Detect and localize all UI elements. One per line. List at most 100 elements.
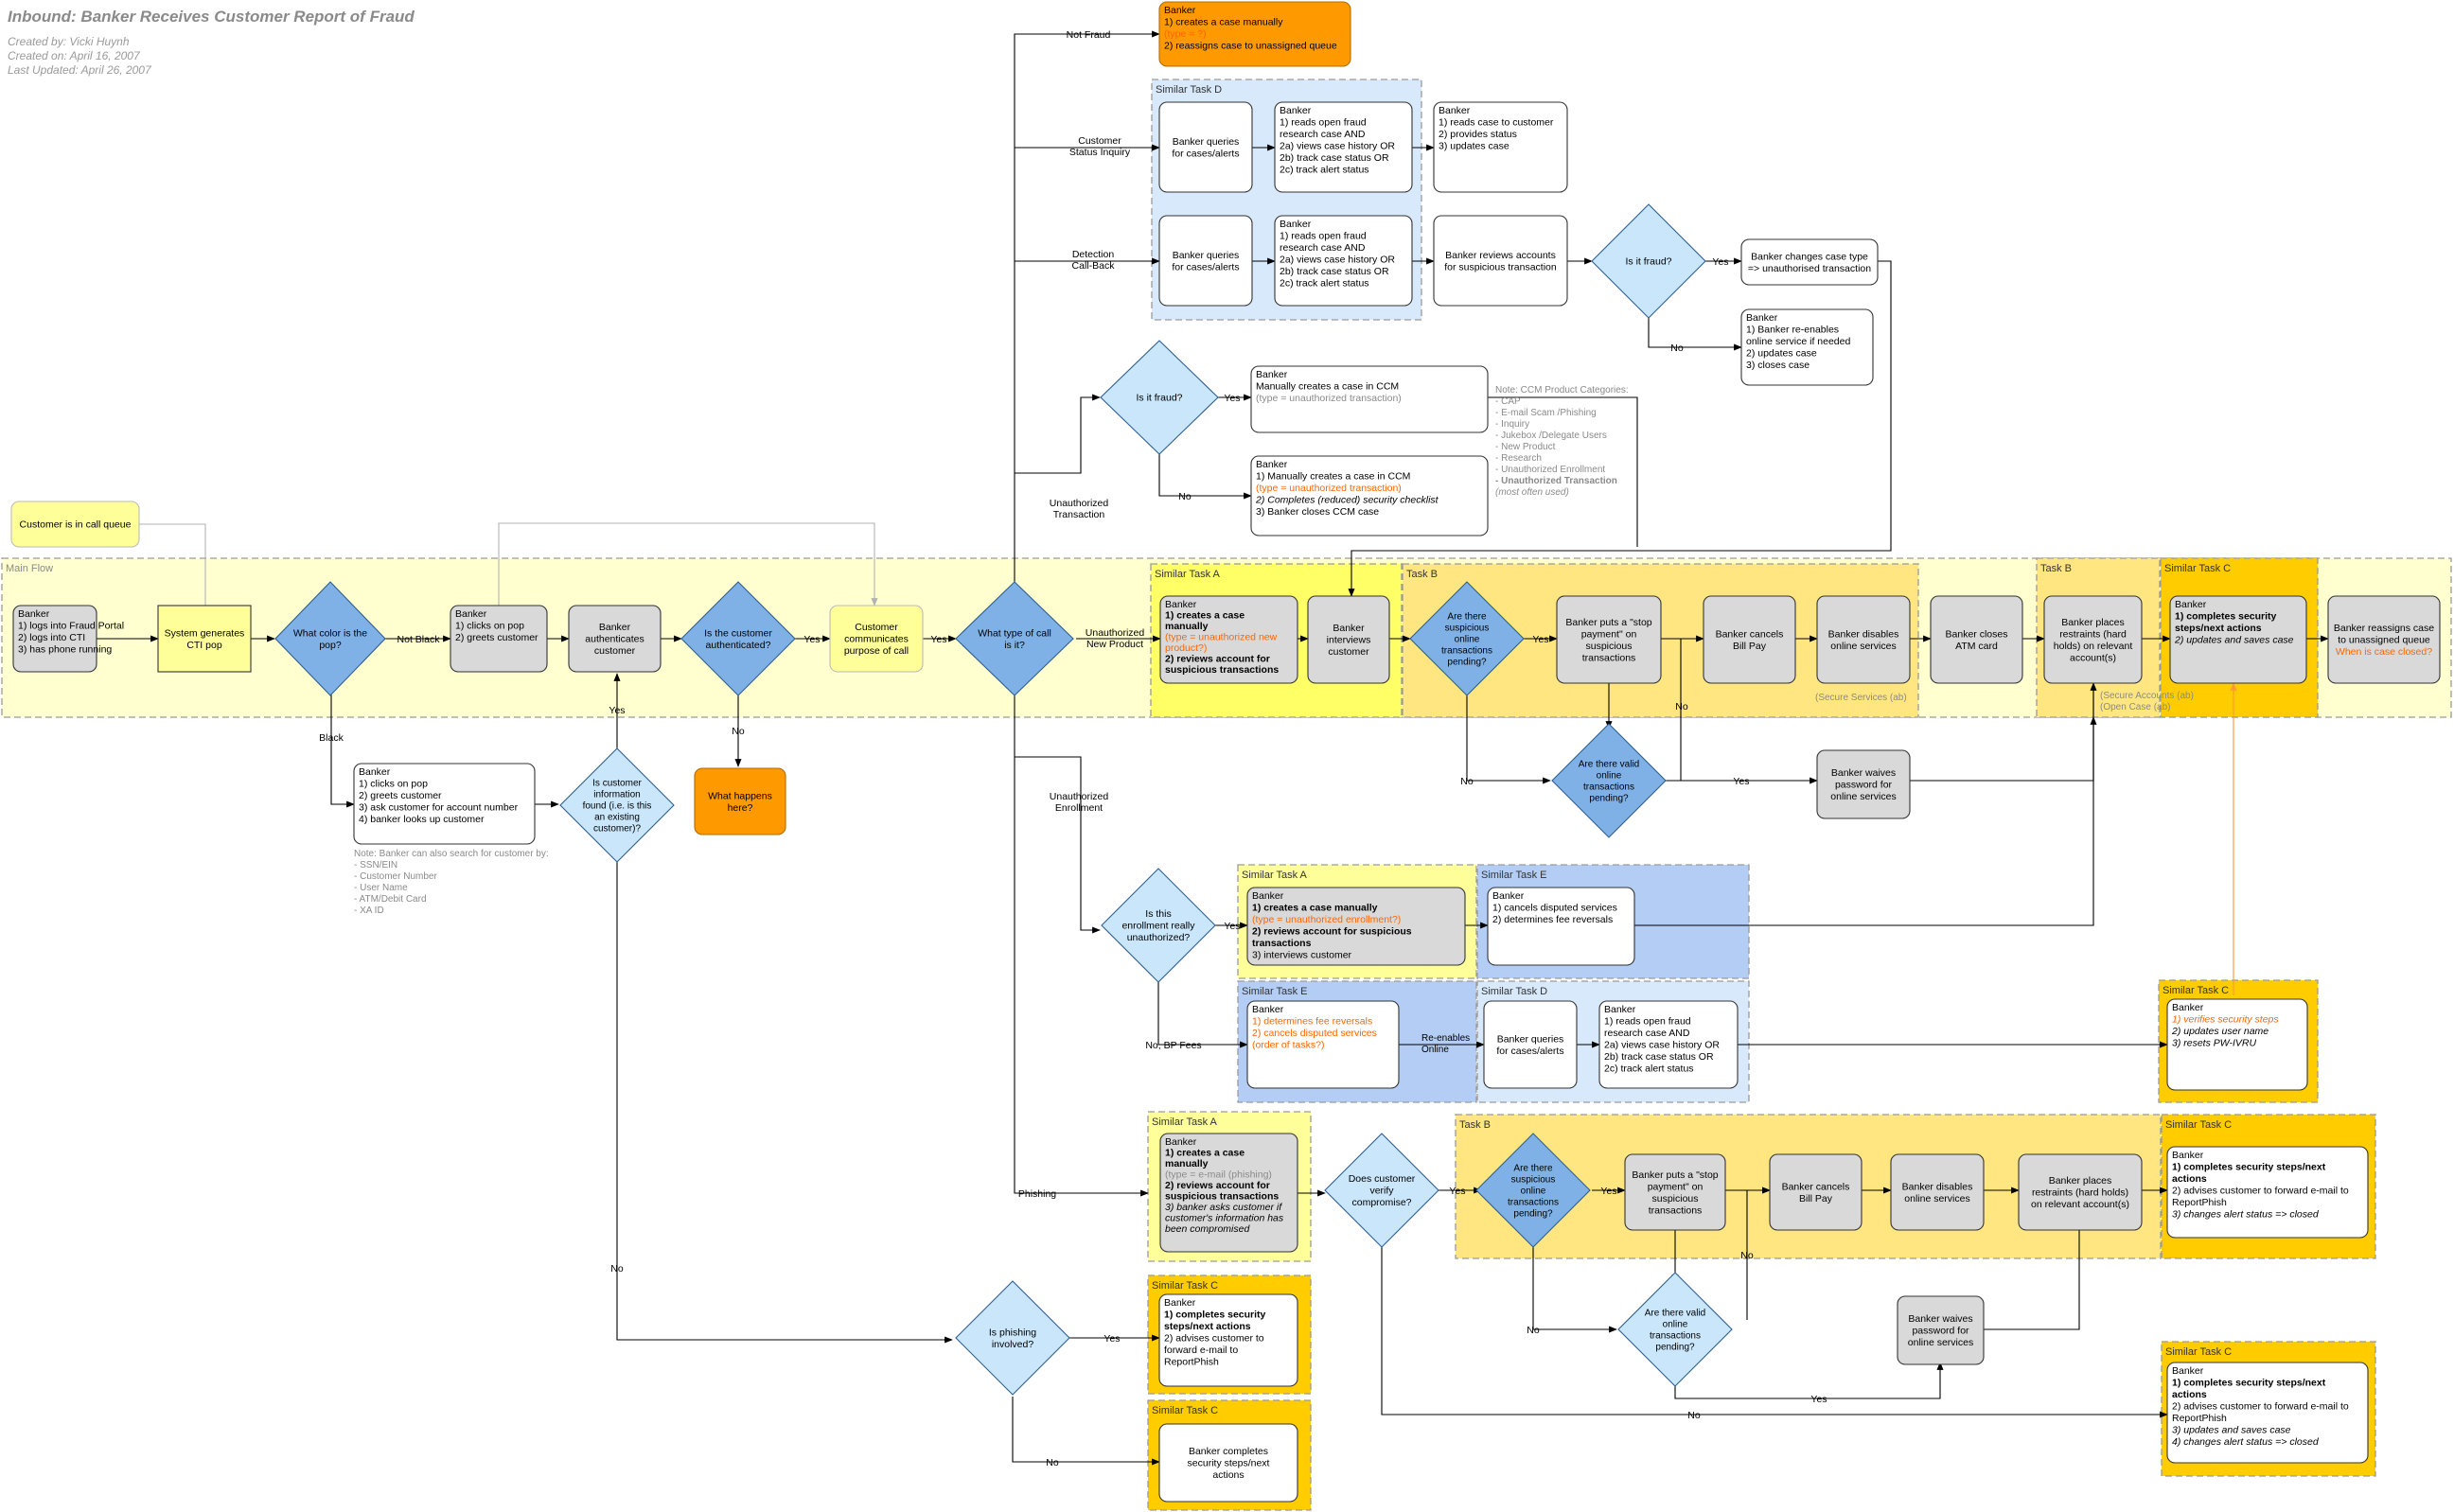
d-reads-1-line: 2a) views case history OR	[1280, 141, 1395, 152]
valid-pending-decision[interactable]: Are there validonlinetransactionspending…	[1551, 723, 1667, 838]
susp-pending-decision[interactable]: Are theresuspiciousonlinetransactionspen…	[1409, 581, 1525, 696]
fraud-decision-mid[interactable]: Is it fraud?	[1100, 340, 1219, 455]
banker-reenables-line: 1) Banker re-enables	[1746, 325, 1839, 336]
label-no-valid-text: No	[1675, 701, 1688, 712]
fraud-decision-top[interactable]: Is it fraud?	[1591, 203, 1706, 319]
label-detection-text: Call-Back	[1072, 260, 1116, 272]
task-c6-line: Banker	[2172, 1365, 2204, 1377]
task-b2-region-label: Task B	[2040, 563, 2072, 574]
ccm-close-line: 2) Completes (reduced) security checklis…	[1255, 495, 1439, 506]
task-c4-line: 1) completes security	[1164, 1310, 1266, 1321]
banker-black-box-line: 4) banker looks up customer	[359, 814, 485, 825]
label-no-valid: No	[1675, 701, 1688, 712]
ccm-note-line: - Research	[1495, 453, 1542, 464]
ccm-note-line: Note: CCM Product Categories:	[1495, 385, 1629, 396]
waives-password-2-line: password for	[1912, 1326, 1969, 1337]
task-c5-line: security steps/next	[1188, 1458, 1270, 1469]
valid-pending-decision-line: Are there valid	[1579, 760, 1639, 770]
label-yes-phish-text: Yes	[1103, 1333, 1120, 1345]
label-no-valid2-text: No	[1740, 1250, 1754, 1261]
task-a-create-line: (type = unauthorized new	[1165, 632, 1278, 643]
label-no-fraud-mid-text: No	[1178, 491, 1192, 502]
info-found-decision-line: found (i.e. is this	[583, 801, 652, 812]
valid-pending2-decision-line: online	[1663, 1320, 1688, 1330]
valid-pending2-decision[interactable]: Are there validonlinetransactionspending…	[1617, 1272, 1733, 1387]
changes-case-type[interactable]: Banker changes case type=> unauthorised …	[1740, 238, 1879, 286]
edge-valid2-yes	[1674, 1362, 1944, 1399]
cancels-bill-pay-2-line: Banker cancels	[1782, 1181, 1850, 1192]
system-cti-pop-line: System generates	[165, 627, 245, 639]
customer-communicates-line: Customer	[855, 622, 898, 633]
susp-pending2-decision[interactable]: Are theresuspiciousonlinetransactionspen…	[1475, 1133, 1591, 1248]
reassigns-case-line: When is case closed?	[2336, 646, 2432, 658]
task-a3-create-line: manually	[1165, 1158, 1209, 1169]
task-c6-line: actions	[2172, 1389, 2207, 1400]
task-c5-line: actions	[1212, 1469, 1244, 1481]
label-no-susp2: No	[1527, 1325, 1540, 1336]
susp-pending2-decision-line: pending?	[1513, 1209, 1553, 1220]
valid-pending2-decision-line: transactions	[1650, 1331, 1701, 1342]
d-reads-2-line: 2c) track alert status	[1280, 278, 1369, 290]
label-not-black: Not Black	[397, 634, 441, 645]
banker-reenables-line: 3) closes case	[1746, 360, 1810, 371]
d-reads-3-line: 2c) track alert status	[1604, 1064, 1694, 1075]
task-a-create-line: product?)	[1165, 642, 1207, 654]
queue-note[interactable]: Customer is in call queue	[10, 501, 140, 548]
task-c3-region-label: Similar Task C	[2165, 1119, 2232, 1131]
created-by: Created by: Vicki Huynh	[8, 35, 130, 48]
color-pop-decision-line: What color is the	[293, 627, 367, 639]
